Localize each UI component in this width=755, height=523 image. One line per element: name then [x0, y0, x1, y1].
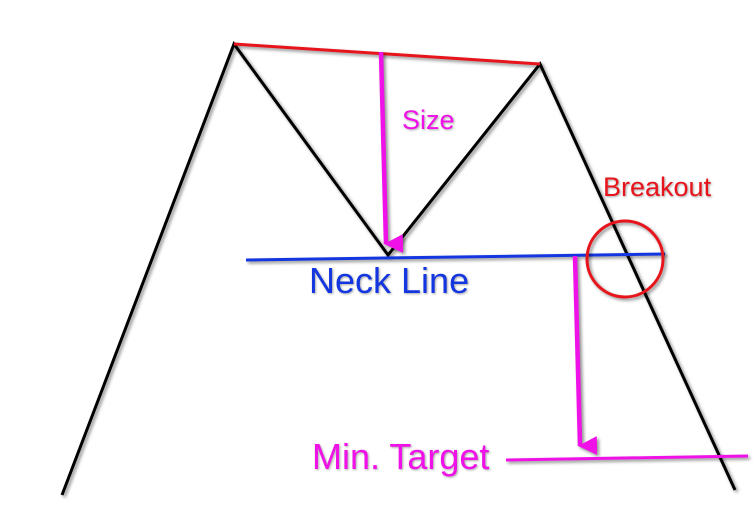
min-target-label: Min. Target — [312, 436, 489, 477]
neck-line-label: Neck Line — [309, 260, 469, 301]
size-label: Size — [402, 105, 455, 135]
min-target-line — [505, 454, 749, 462]
neck-line — [245, 252, 666, 262]
price-path — [60, 40, 737, 496]
breakout-circle — [585, 219, 665, 299]
top-resistance-line — [233, 42, 541, 66]
target-arrow — [572, 255, 598, 455]
size-arrow — [378, 51, 404, 254]
breakout-label: Breakout — [603, 172, 712, 202]
